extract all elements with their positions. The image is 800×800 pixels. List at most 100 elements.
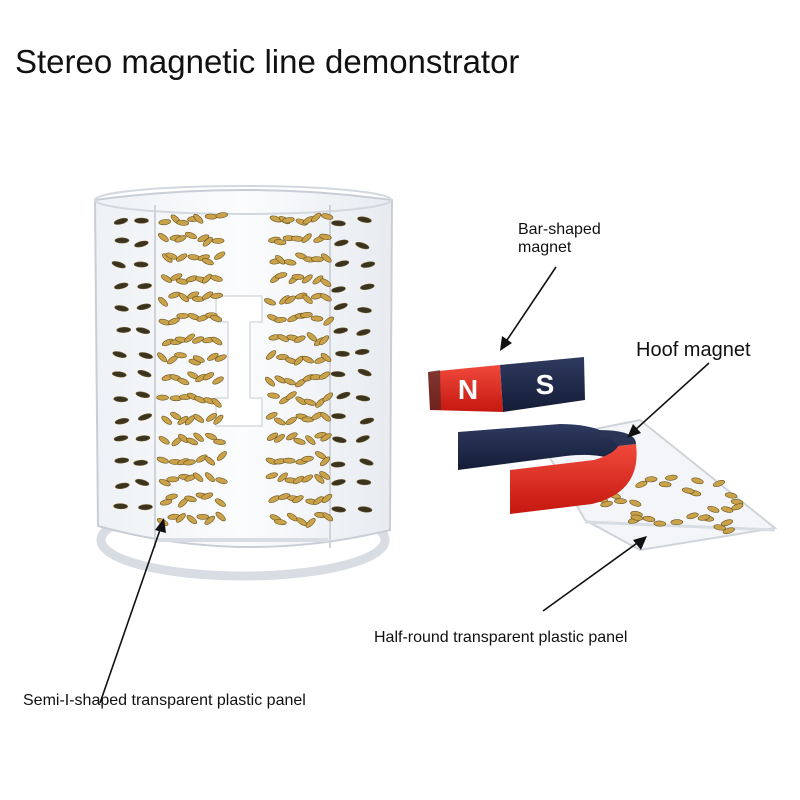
iron-filing <box>302 355 314 364</box>
iron-filing <box>113 396 129 403</box>
iron-filing <box>202 372 215 381</box>
iron-filing <box>320 456 331 467</box>
iron-filing <box>644 476 658 483</box>
iron-filing <box>193 213 204 224</box>
iron-filing <box>331 220 346 227</box>
iron-filing <box>707 505 720 513</box>
iron-filing <box>314 474 325 484</box>
iron-filing <box>114 305 129 312</box>
iron-filing <box>265 376 276 387</box>
iron-filing <box>277 472 288 482</box>
iron-filing <box>161 415 173 425</box>
iron-filing <box>293 438 306 445</box>
iron-filing <box>681 487 695 494</box>
iron-filing <box>267 392 280 399</box>
iron-filing <box>186 514 198 525</box>
iron-filing <box>355 435 370 443</box>
iron-filing <box>174 352 187 359</box>
iron-filing <box>359 458 374 466</box>
iron-filing <box>274 272 288 279</box>
iron-filing <box>630 514 644 521</box>
north-pole-letter: N <box>458 374 478 405</box>
iron-filing <box>302 294 313 304</box>
iron-filing <box>721 506 734 513</box>
hoof-magnet-navy-arm <box>458 424 620 470</box>
bar-magnet-label-line1: Bar-shaped <box>518 221 601 238</box>
iron-filing <box>357 368 372 377</box>
iron-filing <box>158 296 168 307</box>
iron-filing <box>275 254 286 265</box>
iron-filing <box>112 371 127 378</box>
iron-filing <box>357 216 372 223</box>
iron-filing <box>334 260 350 267</box>
iron-filing <box>197 234 210 242</box>
semi-i-cutout <box>215 295 263 427</box>
iron-filing <box>193 414 205 423</box>
iron-filing <box>292 495 304 504</box>
iron-filing <box>186 437 198 446</box>
iron-filing <box>333 327 348 334</box>
iron-filing <box>137 413 152 421</box>
iron-filing <box>355 395 371 402</box>
iron-filing <box>113 217 129 225</box>
iron-filing <box>712 480 725 487</box>
iron-filing <box>274 417 286 426</box>
iron-filing <box>133 261 149 268</box>
iron-filing <box>273 239 287 246</box>
iron-filing <box>204 456 216 466</box>
iron-filing <box>274 434 285 443</box>
iron-filing <box>292 475 305 485</box>
iron-filing <box>360 283 375 290</box>
iron-filing <box>135 391 150 398</box>
iron-filing <box>201 258 214 266</box>
hoof-magnet-label: Hoof magnet <box>636 339 751 361</box>
iron-filing <box>135 479 150 486</box>
iron-filing <box>210 315 223 322</box>
iron-filing <box>658 481 672 488</box>
iron-filing <box>196 513 210 520</box>
iron-filing <box>285 416 297 425</box>
iron-filing <box>214 251 226 260</box>
iron-filing <box>357 307 372 314</box>
iron-filing <box>335 350 350 357</box>
hoof-magnet-red-arm <box>510 444 637 514</box>
iron-filing <box>135 327 151 334</box>
hoof-magnet <box>458 424 637 514</box>
iron-filing <box>215 477 228 484</box>
callout-arrows <box>99 266 710 704</box>
iron-filing <box>731 503 744 511</box>
bar-magnet-label: Bar-shaped magnet <box>518 221 601 257</box>
iron-filing <box>356 479 372 486</box>
cylinder-top-rim <box>94 185 392 215</box>
iron-filing <box>215 212 228 219</box>
iron-filing <box>134 240 149 248</box>
iron-filing <box>158 478 171 487</box>
iron-filing <box>266 432 278 441</box>
iron-filing <box>113 503 128 510</box>
iron-filing <box>136 303 152 310</box>
iron-filing <box>291 274 305 280</box>
iron-filing <box>114 418 130 425</box>
iron-filing <box>320 293 332 302</box>
iron-filing <box>283 378 296 386</box>
iron-filing <box>312 275 324 285</box>
page-title: Stereo magnetic line demonstrator <box>15 43 520 80</box>
iron-filing <box>214 354 227 362</box>
iron-filing <box>167 317 180 325</box>
iron-filing <box>614 498 627 505</box>
iron-filing <box>313 496 325 505</box>
iron-filing <box>331 506 346 513</box>
iron-filing <box>196 454 208 463</box>
hoof-magnet-bend <box>596 430 636 446</box>
iron-filing <box>165 493 178 500</box>
iron-filing <box>653 520 667 527</box>
iron-filing <box>211 336 223 346</box>
iron-filing <box>202 237 213 247</box>
iron-filing <box>357 506 373 513</box>
iron-filing <box>293 335 306 343</box>
iron-filing <box>265 411 278 420</box>
iron-filing <box>114 457 130 464</box>
iron-filing <box>212 376 224 385</box>
iron-filing <box>310 315 324 322</box>
iron-filing <box>193 472 204 482</box>
